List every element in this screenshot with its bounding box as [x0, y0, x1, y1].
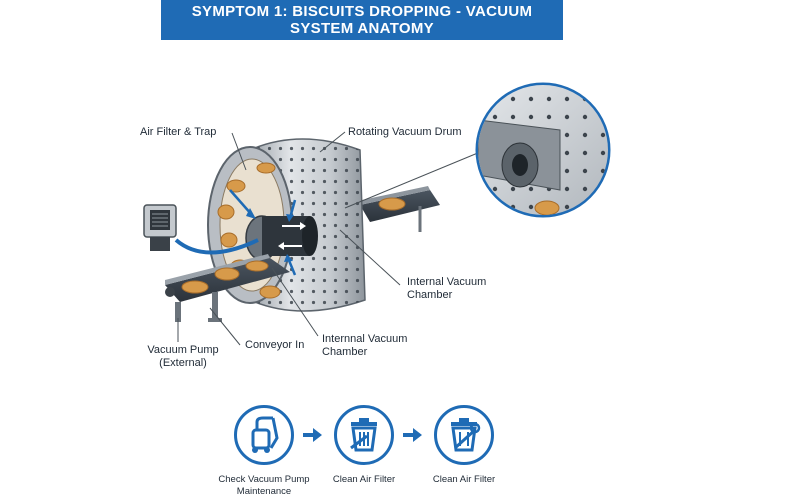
step-check-vacuum-pump — [234, 405, 294, 465]
callout-lines — [177, 131, 486, 346]
title-banner: SYMPTOM 1: BISCUITS DROPPING - VACUUM SY… — [161, 0, 563, 40]
label-air-filter: Air Filter & Trap — [140, 126, 217, 138]
step-label-1-line2: Maintenance — [236, 486, 292, 497]
output-conveyor — [360, 186, 440, 232]
arrow-right-icon — [303, 428, 322, 442]
arrow-right-icon — [403, 428, 422, 442]
label-internal-chamber-bottom-line2: Chamber — [322, 346, 368, 358]
step-clean-air-filter-2 — [434, 405, 494, 465]
label-vacuum-pump-line1: Vacuum Pump — [147, 344, 219, 356]
label-internal-chamber-bottom: Internnal Vacuum Chamber — [322, 333, 407, 359]
label-vacuum-pump-line2: (External) — [159, 357, 207, 369]
rotating-vacuum-drum — [207, 138, 366, 312]
step-label-3: Clean Air Filter — [432, 474, 496, 485]
label-internal-chamber-right-line1: Internal Vacuum — [407, 276, 487, 288]
trash-can-icon — [350, 418, 377, 452]
step-label-2: Clean Air Filter — [332, 474, 396, 485]
vacuum-pump — [143, 204, 259, 255]
step-label-1-line1: Check Vacuum Pump — [218, 474, 310, 485]
step-arrow-1 — [303, 427, 323, 448]
zoom-detail — [475, 82, 611, 218]
title-line-1: SYMPTOM 1: BISCUITS DROPPING - VACUUM — [191, 3, 533, 20]
step-arrow-2 — [403, 427, 423, 448]
wrench-bin-icon — [451, 418, 481, 452]
label-vacuum-pump: Vacuum Pump (External) — [143, 344, 223, 370]
title-line-2: SYSTEM ANATOMY — [290, 20, 434, 37]
label-internal-chamber-right-line2: Chamber — [407, 289, 453, 301]
label-rotating-drum: Rotating Vacuum Drum — [348, 126, 462, 138]
step-label-1: Check Vacuum Pump Maintenance — [212, 474, 316, 498]
input-conveyor — [165, 254, 290, 322]
label-conveyor-in: Conveyor In — [245, 339, 305, 351]
step-clean-air-filter-1 — [334, 405, 394, 465]
vacuum-cleaner-icon — [251, 416, 279, 453]
label-internal-chamber-bottom-line1: Internnal Vacuum — [322, 333, 408, 345]
label-internal-chamber-right: Internal Vacuum Chamber — [407, 276, 486, 302]
